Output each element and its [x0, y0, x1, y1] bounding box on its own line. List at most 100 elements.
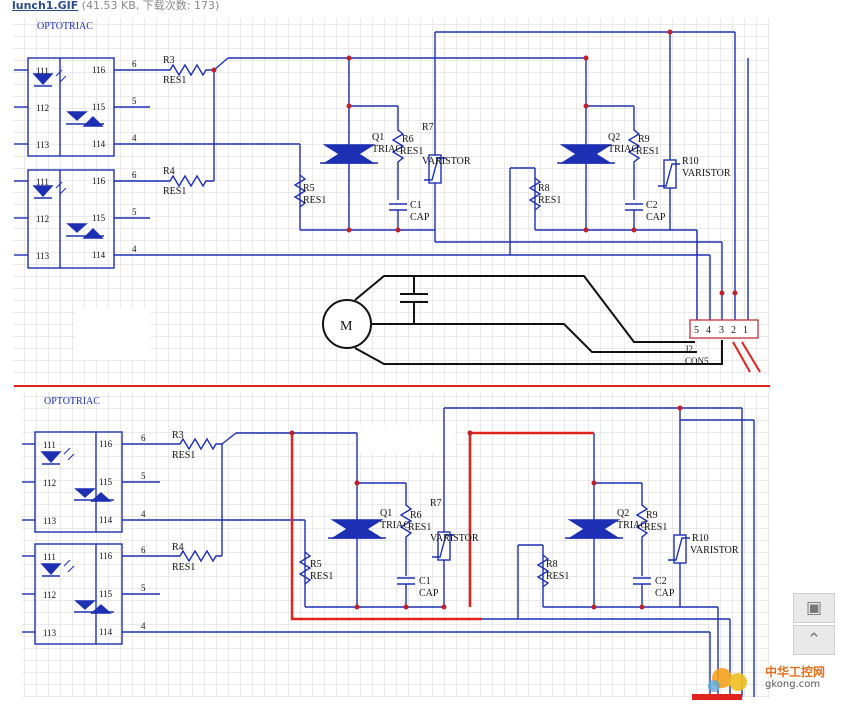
c1-label: C1	[410, 200, 422, 211]
q2-label: Q2	[608, 132, 620, 143]
pin-number: 4	[141, 509, 146, 519]
pin-number: 4	[132, 244, 137, 254]
q1-label: Q1	[380, 508, 392, 519]
watermark-logo-icon	[708, 668, 747, 692]
r8-label: R8	[538, 183, 550, 194]
pin-label: 111	[43, 440, 56, 450]
r9-label: R9	[638, 134, 650, 145]
watermark: 中华工控网 gkong.com	[700, 660, 842, 700]
cap-label: CAP	[646, 212, 666, 223]
cap-label: CAP	[410, 212, 430, 223]
r8-label: R8	[546, 559, 558, 570]
res-label: RES1	[172, 450, 195, 461]
pin-label: 114	[99, 627, 113, 637]
pin-number: 6	[141, 433, 146, 443]
res-label: RES1	[163, 186, 186, 197]
c2-label: C2	[655, 576, 667, 587]
image-caption: lunch1.GIF (41.53 KB, 下载次数: 173)	[12, 0, 219, 13]
pin-label: 113	[43, 628, 57, 638]
pin-number: 6	[132, 170, 137, 180]
res-label: RES1	[546, 571, 569, 582]
r5-label: R5	[310, 559, 322, 570]
triac-label: TRIAC	[617, 520, 647, 531]
triac-label: TRIAC	[372, 144, 402, 155]
watermark-url: gkong.com	[765, 679, 821, 690]
r5-label: R5	[303, 183, 315, 194]
motor-section	[322, 275, 723, 365]
pin-label: 116	[99, 551, 113, 561]
r10-label: R10	[692, 533, 709, 544]
pin-label: 112	[43, 590, 56, 600]
varistor-label: VARISTOR	[430, 533, 479, 544]
pin-label: 111	[43, 552, 56, 562]
varistor-label: VARISTOR	[682, 168, 731, 179]
pin-label: 111	[36, 177, 49, 187]
file-meta: (41.53 KB, 下载次数: 173)	[81, 0, 220, 12]
pin-number: 6	[132, 59, 137, 69]
pin-label: 115	[99, 477, 113, 487]
optotriac-label-bottom: OPTOTRIAC	[44, 396, 100, 407]
pin-number: 4	[141, 621, 146, 631]
pin-label: 113	[43, 516, 57, 526]
res-label: RES1	[538, 195, 561, 206]
c2-label: C2	[646, 200, 658, 211]
back-to-top-icon: ⌃	[806, 630, 822, 650]
optotriac-label-top: OPTOTRIAC	[37, 21, 93, 32]
triac-label: TRIAC	[608, 144, 638, 155]
optotriac-2-box	[27, 169, 115, 269]
pin-number: 5	[141, 583, 146, 593]
led-icon	[32, 73, 54, 86]
r6-label: R6	[402, 134, 414, 145]
motor-label: M	[340, 319, 353, 334]
comment-button[interactable]: ▣	[793, 593, 835, 623]
r3-label: R3	[163, 55, 175, 66]
pin-label: 113	[36, 140, 50, 150]
pin-label: 114	[92, 139, 106, 149]
junction-dots	[289, 405, 683, 610]
pin-label: 115	[92, 102, 106, 112]
varistor-label: VARISTOR	[422, 156, 471, 167]
c1-label: C1	[419, 576, 431, 587]
back-to-top-button[interactable]: ⌃	[793, 625, 835, 655]
r9-label: R9	[646, 510, 658, 521]
q2-label: Q2	[617, 508, 629, 519]
res-label: RES1	[400, 146, 423, 157]
res-label: RES1	[172, 562, 195, 573]
j2-label: J2	[685, 344, 693, 354]
con-pin-4: 4	[706, 325, 711, 336]
pin-label: 116	[92, 176, 106, 186]
comment-icon: ▣	[805, 598, 823, 618]
res-label: RES1	[408, 522, 431, 533]
r6-label: R6	[410, 510, 422, 521]
pin-label: 115	[99, 589, 113, 599]
res-label: RES1	[310, 571, 333, 582]
con-pin-3: 3	[719, 325, 724, 336]
pin-number: 5	[132, 207, 137, 217]
pin-label: 112	[43, 478, 56, 488]
r4-label: R4	[163, 166, 175, 177]
cap-label: CAP	[655, 588, 675, 599]
pin-number: 5	[132, 96, 137, 106]
con-pin-5: 5	[694, 325, 699, 336]
r7-label: R7	[430, 498, 442, 509]
res-label: RES1	[163, 75, 186, 86]
cap-label: CAP	[419, 588, 439, 599]
con5-label: CON5	[685, 356, 709, 366]
pin-label: 112	[36, 103, 49, 113]
q1-label: Q1	[372, 132, 384, 143]
pin-number: 5	[141, 471, 146, 481]
res-label: RES1	[636, 146, 659, 157]
con-pin-1: 1	[743, 325, 748, 336]
connector-j2	[689, 319, 761, 373]
r10-label: R10	[682, 156, 699, 167]
pin-label: 115	[92, 213, 106, 223]
r4-label: R4	[172, 542, 184, 553]
varistor-label: VARISTOR	[690, 545, 739, 556]
pin-number: 4	[132, 133, 137, 143]
watermark-name: 中华工控网	[765, 665, 826, 679]
pin-label: 116	[99, 439, 113, 449]
filename-link[interactable]: lunch1.GIF	[12, 0, 79, 12]
bottom-labels: 111 112 113 116 115 114 111 112 113 116 …	[43, 430, 739, 638]
pin-label: 114	[92, 250, 106, 260]
